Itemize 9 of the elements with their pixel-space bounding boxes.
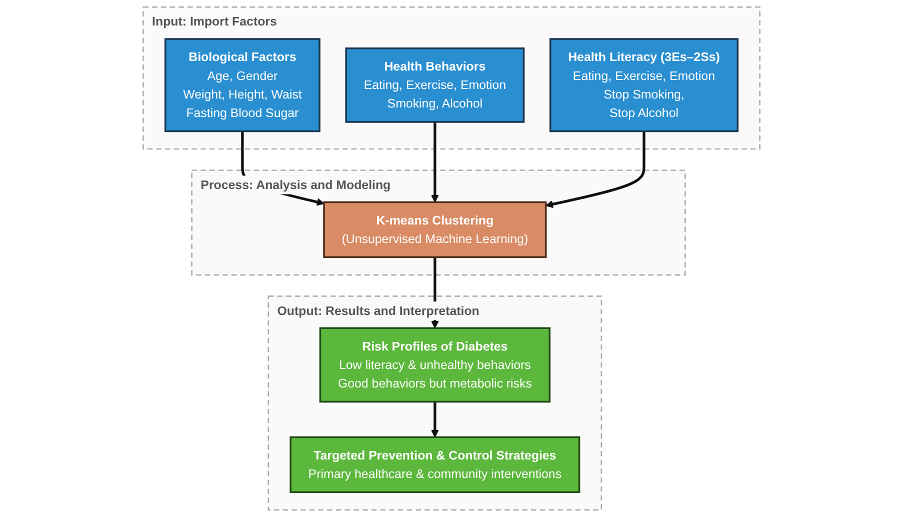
node-box: Targeted Prevention & Control Strategies Primary healthcare & community interventions	[290, 436, 580, 494]
node-box: Health Literacy (3Es–2Ss) Eating, Exercise, Emotion Stop Smoking, Stop Alcohol	[549, 38, 739, 132]
node-box: Biological Factors Age, Gender Weight, Height, Waist Fasting Blood Sugar	[164, 38, 320, 132]
node-box: Risk Profiles of Diabetes Low literacy & unhealthy behaviors Good behaviors but metabolic risks	[319, 327, 550, 403]
arrow	[545, 131, 646, 208]
node-box: Health Behaviors Eating, Exercise, Emotion Smoking, Alcohol	[345, 47, 525, 123]
arrow	[431, 402, 439, 438]
node-box: K-means Clustering (Unsupervised Machine Learning)	[323, 201, 547, 258]
arrow	[431, 122, 439, 203]
